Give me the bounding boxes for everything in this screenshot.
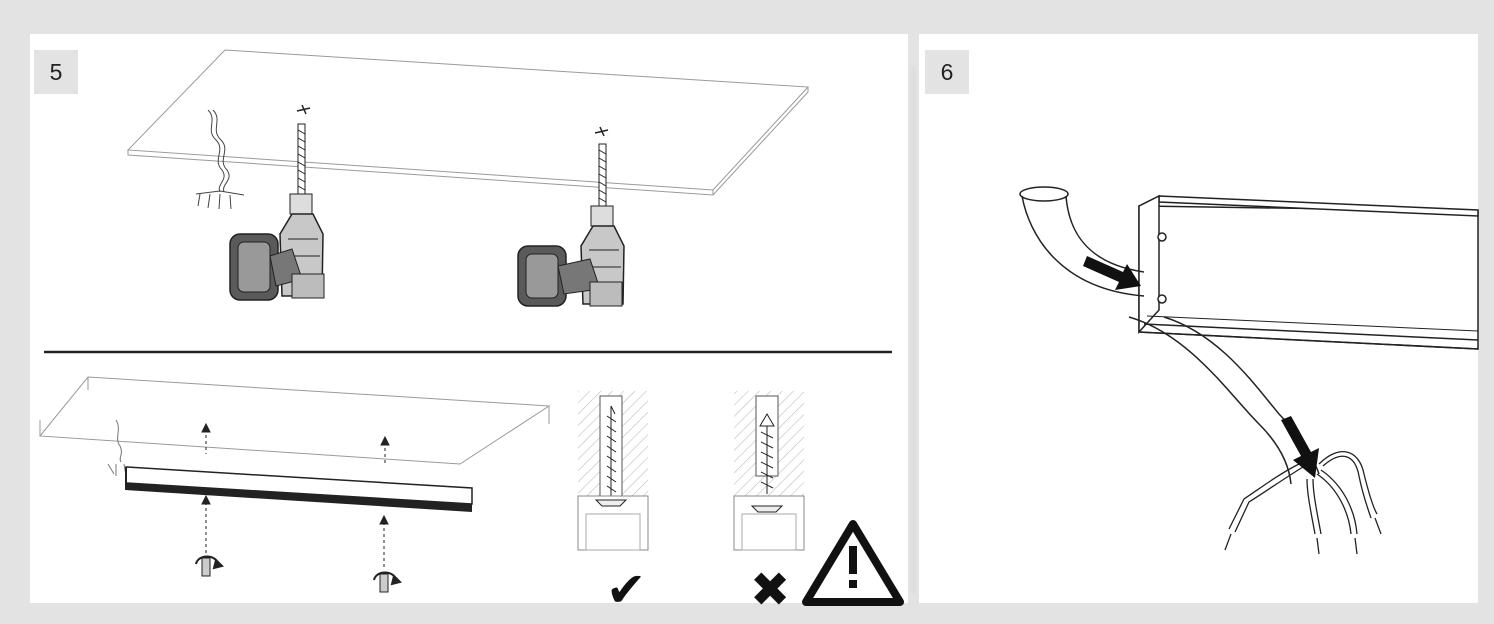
panel-divider [911,67,916,593]
step-6-panel: 6 [919,34,1479,603]
cross-section-incorrect: ✖ [733,391,805,618]
cable-wires [1224,451,1382,555]
ceiling-hole [1019,186,1069,202]
cross-mark-icon: ✖ [750,562,790,618]
screw-rotation-icons [195,555,402,593]
led-profile-rail [125,466,473,512]
cross-section-correct: ✔ [577,391,649,618]
step-6-illustration [1019,186,1479,555]
drill-left [229,104,325,301]
drill-right [517,126,625,307]
supply-wire-small [107,419,127,477]
warning-triangle-icon [802,520,904,606]
supply-wire [195,109,245,210]
led-profile-end [1138,194,1479,350]
step-5-panel: 5 [30,34,908,618]
step-number-5: 5 [34,50,78,94]
check-mark-icon: ✔ [606,562,646,618]
step-5-illustration: ✔ ✖ [39,49,904,618]
step-number-6: 6 [925,50,969,94]
direction-arrows [1083,256,1319,478]
ceiling-slab-bottom [39,376,551,465]
ceiling-slab-top [126,49,810,196]
mounting-arrows [201,422,390,569]
